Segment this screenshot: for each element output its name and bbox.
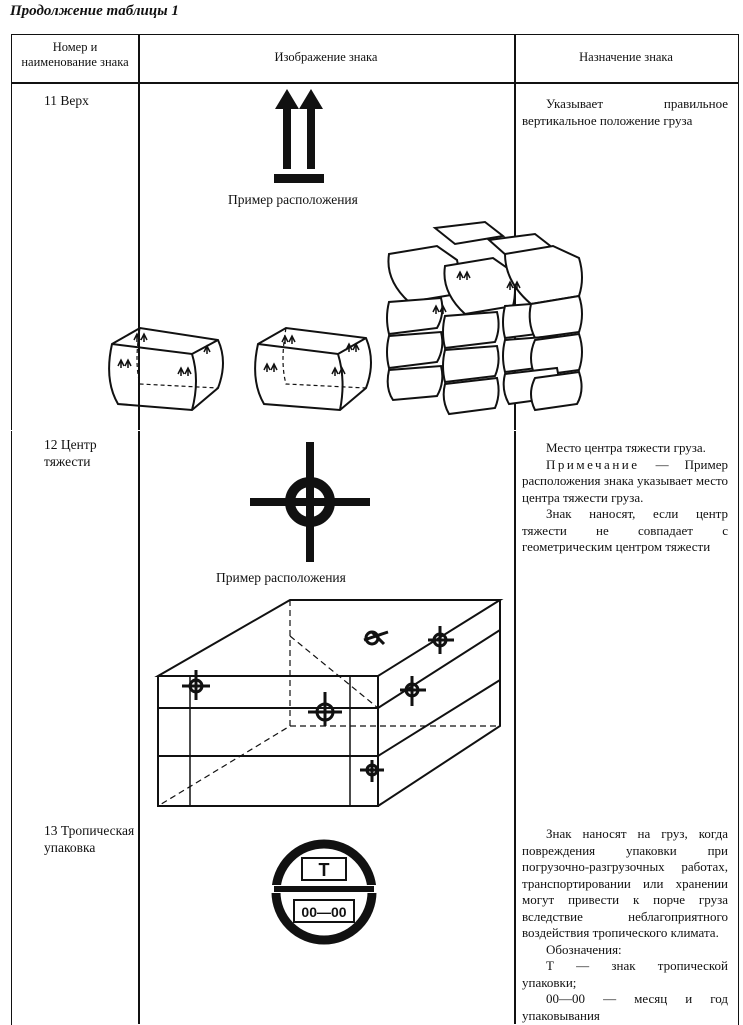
- table-continuation-caption: Продолжение таблицы 1: [10, 3, 179, 19]
- row-gap: [11, 430, 738, 431]
- up-example-bale-2: [254, 326, 372, 412]
- row-11-example-label: Пример расположения: [228, 192, 358, 207]
- center-of-gravity-example-crate: [154, 599, 504, 807]
- row-12-note-label: Примечание: [546, 456, 640, 472]
- column-divider-1: [138, 34, 140, 1024]
- up-example-bale-stack: [386, 220, 583, 416]
- row-13-purpose: Знак наносят на груз, когда повреждения …: [522, 826, 728, 1024]
- row-13-legend-title: Обозначения:: [546, 941, 622, 957]
- row-12-note-text: — Пример расположения знака указывает ме…: [522, 456, 728, 505]
- header-sign-name: Номер и наименование знака: [21, 40, 129, 69]
- row-12-purpose-text: Место центра тяжести груза.: [546, 440, 706, 455]
- row-12-example-label: Пример расположения: [216, 570, 346, 585]
- row-13-purpose-text: Знак наносят на груз, когда повреждения …: [522, 826, 728, 940]
- row-12-purpose: Место центра тяжести груза. Примечание —…: [522, 440, 728, 556]
- row-11-purpose-text: Указывает правильное вертикальное положе…: [522, 96, 728, 128]
- row-13-legend-date: 00—00 — месяц и год упаковывания: [522, 991, 728, 1023]
- row-11-purpose: Указывает правильное вертикальное положе…: [522, 96, 728, 129]
- header-sign-image: Изображение знака: [274, 50, 378, 64]
- tropical-packaging-sign: Т 00—00: [268, 839, 380, 945]
- row-13-legend-t: Т — знак тропической упаковки;: [522, 958, 728, 990]
- column-divider-2: [514, 34, 516, 1024]
- header-sign-purpose: Назначение знака: [579, 50, 673, 64]
- table-frame: [11, 34, 739, 1025]
- header-bottom-rule: [11, 82, 738, 84]
- row-13-name: 13 Тропическая упаковка: [44, 823, 135, 855]
- up-example-bale-1: [108, 326, 224, 412]
- row-12-name: 12 Центр тяжести: [44, 437, 97, 469]
- row-11-name: 11 Верх: [44, 93, 89, 108]
- up-arrows-sign: [274, 89, 324, 183]
- center-of-gravity-sign: [250, 442, 370, 562]
- tropical-sign-t: Т: [319, 860, 330, 880]
- row-12-extra-text: Знак наносят, если центр тяжести не совп…: [522, 506, 728, 554]
- tropical-sign-date: 00—00: [301, 904, 346, 920]
